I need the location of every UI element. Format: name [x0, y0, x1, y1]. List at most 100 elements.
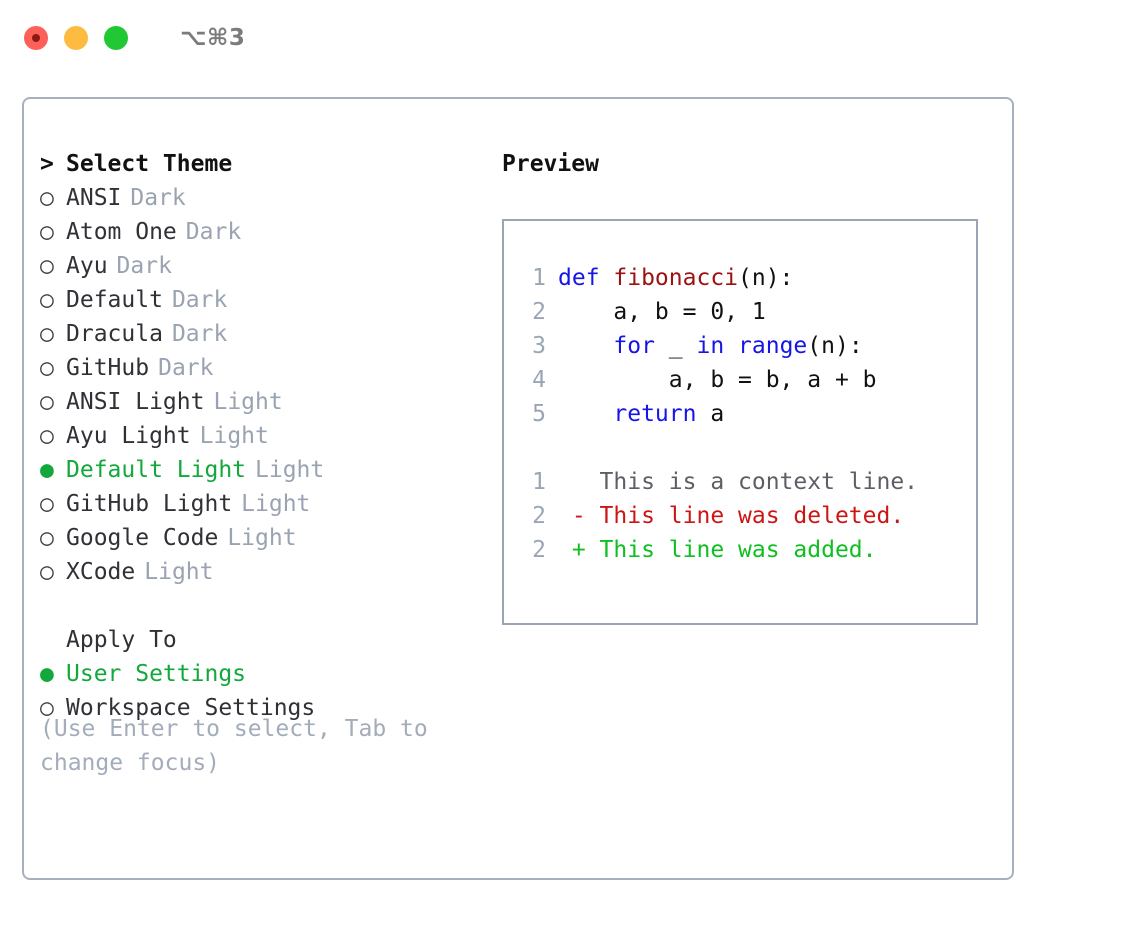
window-title: ⌥⌘3	[180, 25, 246, 51]
diff-line-number: 2	[532, 537, 546, 563]
code-token-plain: _	[654, 333, 697, 359]
radio-unselected-icon[interactable]: ○	[40, 321, 54, 347]
theme-option-mode-tag: Dark	[171, 287, 228, 313]
radio-unselected-icon[interactable]: ○	[40, 219, 54, 245]
theme-option-label: ANSI Light	[66, 389, 205, 415]
code-line-number: 1	[532, 265, 546, 291]
theme-option-atom-one[interactable]: ○ Atom One Dark	[40, 215, 500, 249]
traffic-light-group	[24, 26, 128, 50]
apply-to-option-label: User Settings	[66, 661, 247, 687]
code-token-plain: (n):	[738, 265, 794, 291]
radio-unselected-icon[interactable]: ○	[40, 695, 54, 721]
apply-to-header-label: Apply To	[66, 627, 177, 653]
minimize-button-icon[interactable]	[64, 26, 88, 50]
code-line-text: return a	[558, 397, 724, 431]
theme-option-label: Ayu Light	[66, 423, 191, 449]
code-token-plain	[558, 333, 613, 359]
code-line: 5 return a	[516, 397, 968, 431]
theme-option-mode-tag: Dark	[171, 321, 228, 347]
theme-option-mode-tag: Dark	[158, 355, 214, 381]
code-token-kw: def	[558, 265, 614, 291]
close-button-icon[interactable]	[24, 26, 48, 50]
theme-option-ayu-light[interactable]: ○ Ayu Light Light	[40, 419, 500, 453]
apply-to-option-user-settings[interactable]: ● User Settings	[40, 657, 500, 691]
radio-unselected-icon[interactable]: ○	[40, 389, 54, 415]
section-spacer	[40, 589, 500, 623]
theme-list-header-label: Select Theme	[66, 151, 233, 177]
code-line-text: a, b = b, a + b	[558, 363, 877, 397]
theme-option-label: Atom One	[66, 219, 177, 245]
radio-selected-icon[interactable]: ●	[40, 661, 54, 687]
code-line-text: a, b = 0, 1	[558, 295, 765, 329]
theme-option-label: Default	[66, 287, 163, 313]
theme-option-mode-tag: Light	[227, 525, 297, 551]
diff-line-number: 2	[532, 503, 546, 529]
radio-unselected-icon[interactable]: ○	[40, 559, 54, 585]
code-line-number: 2	[532, 299, 546, 325]
theme-list-header: > Select Theme	[40, 147, 500, 181]
radio-unselected-icon[interactable]: ○	[40, 491, 54, 517]
theme-option-default[interactable]: ○ Default Dark	[40, 283, 500, 317]
code-token-plain	[724, 333, 738, 359]
radio-unselected-icon[interactable]: ○	[40, 185, 54, 211]
radio-selected-icon[interactable]: ●	[40, 457, 54, 483]
diff-line-added: 2 + This line was added.	[516, 533, 968, 567]
code-token-plain: a, b = b, a + b	[558, 367, 877, 393]
preview-title: Preview	[502, 151, 599, 177]
theme-option-mode-tag: Light	[144, 559, 214, 585]
code-blank-line	[516, 431, 968, 465]
apply-to-header: Apply To	[40, 623, 500, 657]
code-token-plain: a	[696, 401, 725, 427]
code-line-number: 4	[532, 367, 546, 393]
code-line-text: def fibonacci(n):	[558, 261, 793, 295]
diff-line-text: - This line was deleted.	[558, 503, 905, 529]
theme-option-label: GitHub	[66, 355, 150, 381]
radio-unselected-icon[interactable]: ○	[40, 253, 54, 279]
theme-option-mode-tag: Light	[199, 423, 269, 449]
code-line: 3 for _ in range(n):	[516, 329, 968, 363]
theme-option-mode-tag: Dark	[185, 219, 242, 245]
apply-to-option-label: Workspace Settings	[66, 695, 316, 721]
theme-option-github[interactable]: ○ GitHub Dark	[40, 351, 500, 385]
radio-unselected-icon[interactable]: ○	[40, 355, 54, 381]
code-token-kw: in	[696, 333, 725, 359]
theme-option-ansi[interactable]: ○ ANSI Dark	[40, 181, 500, 215]
code-line-text: for _ in range(n):	[558, 329, 862, 363]
theme-option-label: Google Code	[66, 525, 219, 551]
theme-option-label: Default Light	[66, 457, 247, 483]
code-line: 2 a, b = 0, 1	[516, 295, 968, 329]
theme-option-mode-tag: Light	[255, 457, 325, 483]
code-line-number: 3	[532, 333, 546, 359]
maximize-button-icon[interactable]	[104, 26, 128, 50]
radio-unselected-icon[interactable]: ○	[40, 287, 54, 313]
theme-option-mode-tag: Light	[241, 491, 311, 517]
theme-option-label: Ayu	[66, 253, 108, 279]
code-line: 4 a, b = b, a + b	[516, 363, 968, 397]
diff-line-number: 1	[532, 469, 546, 495]
theme-option-mode-tag: Dark	[130, 185, 186, 211]
radio-unselected-icon[interactable]: ○	[40, 525, 54, 551]
code-token-kw: range	[738, 333, 808, 359]
theme-option-label: ANSI	[66, 185, 122, 211]
diff-line-text: + This line was added.	[558, 537, 877, 563]
theme-option-google-code[interactable]: ○ Google Code Light	[40, 521, 500, 555]
code-token-kw: for	[613, 333, 655, 359]
apply-to-option-workspace-settings[interactable]: ○ Workspace Settings	[40, 691, 500, 725]
radio-unselected-icon[interactable]: ○	[40, 423, 54, 449]
diff-line-deleted: 2 - This line was deleted.	[516, 499, 968, 533]
diff-line-text: This is a context line.	[558, 469, 919, 495]
theme-option-label: XCode	[66, 559, 136, 585]
theme-option-xcode[interactable]: ○ XCode Light	[40, 555, 500, 589]
theme-option-default-light[interactable]: ● Default Light Light	[40, 453, 500, 487]
